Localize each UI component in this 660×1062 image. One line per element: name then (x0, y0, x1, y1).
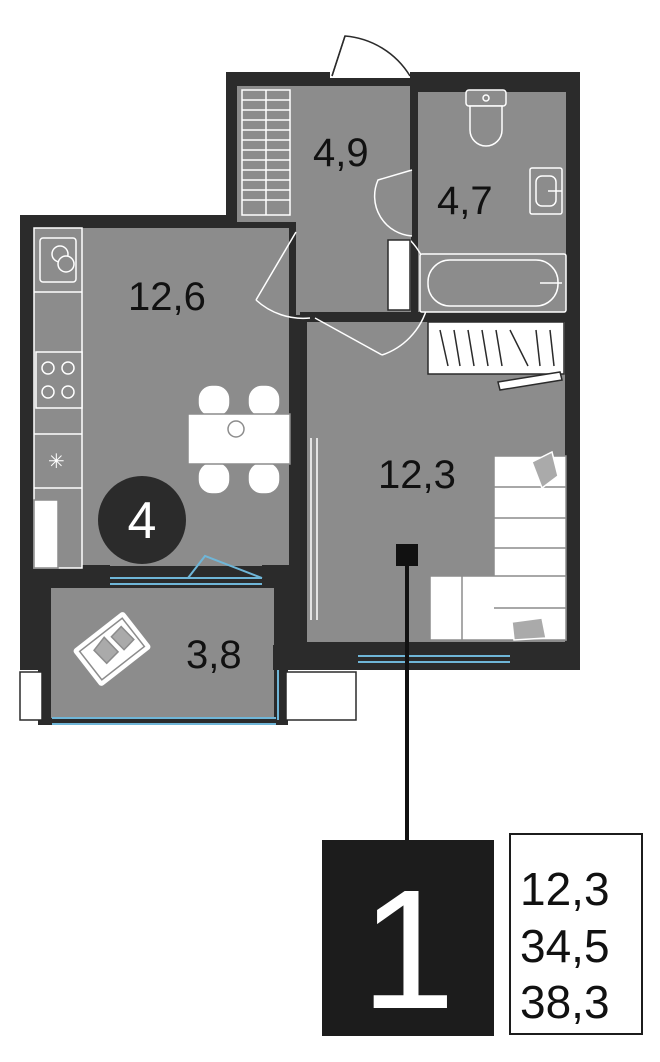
total-area-value: 34,5 (520, 920, 610, 972)
towel-rail-icon (427, 321, 565, 391)
area-summary-box (509, 833, 643, 1035)
sink-icon (529, 167, 563, 215)
kitchen-fan-icon: ✳ (48, 449, 65, 473)
toilet-icon (465, 89, 507, 147)
area-with-balcony-value: 38,3 (520, 976, 610, 1028)
bathroom-area-label: 4,7 (437, 179, 493, 223)
hallway-area-label: 4,9 (313, 131, 369, 175)
living-area-label: 12,3 (378, 453, 456, 497)
living-wardrobe (310, 438, 318, 620)
armchair-icon (72, 610, 152, 688)
balcony-door-window (52, 554, 510, 725)
living-area-value: 12,3 (520, 863, 610, 915)
wardrobe (241, 89, 291, 216)
rooms-count: 1 (361, 855, 456, 1045)
window-sills (19, 671, 357, 721)
kitchen-door (255, 231, 311, 320)
floor-badge (98, 476, 186, 564)
sofa-icon (429, 450, 567, 641)
entrance-door (330, 35, 411, 78)
pointer-marker (396, 544, 418, 566)
bathtub-icon (387, 239, 567, 313)
balcony-area-label: 3,8 (186, 633, 242, 677)
dining-table-icon (187, 384, 291, 495)
kitchen-counter (33, 227, 83, 569)
bathroom-door (373, 169, 413, 237)
rooms-count-box (322, 840, 494, 1036)
floor-badge-number: 4 (128, 492, 157, 550)
kitchen-area-label: 12,6 (128, 275, 206, 319)
